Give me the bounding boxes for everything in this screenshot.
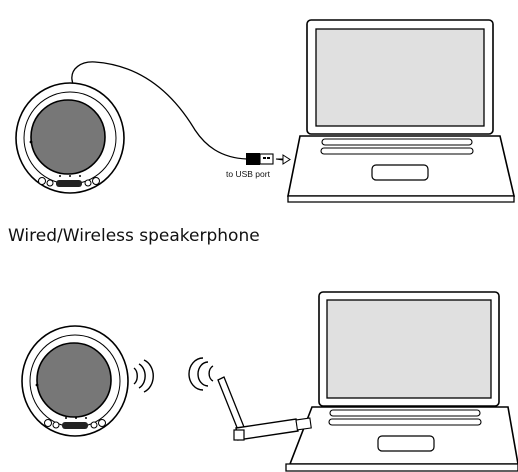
usb-dongle-icon — [217, 376, 312, 441]
usb-cable — [71, 61, 248, 160]
wireless-waves-icon — [133, 359, 154, 393]
laptop-icon — [285, 291, 518, 472]
laptop-icon — [287, 19, 516, 203]
wireless-waves-icon — [188, 357, 214, 391]
usb-plug-icon — [246, 153, 291, 165]
speakerphone-icon — [21, 325, 129, 437]
caption-text: Wired/Wireless speakerphone — [8, 226, 260, 246]
speakerphone-icon — [15, 82, 125, 194]
usb-port-label: to USB port — [226, 169, 270, 179]
